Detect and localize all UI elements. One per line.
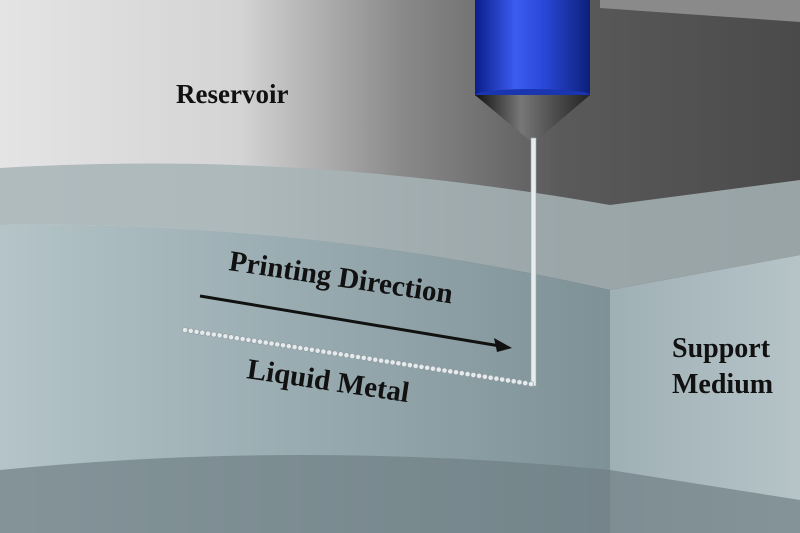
liquid-metal-droplet <box>412 363 419 369</box>
liquid-metal-droplet <box>233 335 240 341</box>
reservoir-rim <box>600 0 800 22</box>
liquid-metal-droplet <box>464 371 471 377</box>
liquid-metal-droplet <box>430 365 436 372</box>
liquid-metal-droplet <box>389 359 396 366</box>
liquid-metal-droplet <box>424 364 431 371</box>
liquid-metal-droplet <box>516 379 523 386</box>
liquid-metal-droplet <box>372 356 379 363</box>
liquid-metal-droplet <box>239 336 246 342</box>
liquid-metal-droplet <box>303 345 309 352</box>
liquid-metal-droplet <box>280 342 286 349</box>
liquid-metal-droplet <box>297 345 304 351</box>
nozzle-cone <box>475 95 590 140</box>
support-medium-label-line2: Medium <box>672 369 773 400</box>
liquid-metal-droplet <box>332 350 338 357</box>
liquid-metal-droplet <box>291 344 298 350</box>
medium-front-face <box>0 224 610 533</box>
liquid-metal-droplet <box>487 374 494 381</box>
liquid-metal-droplet <box>251 337 258 344</box>
liquid-metal-droplet <box>193 328 200 335</box>
liquid-metal-droplet <box>366 355 373 362</box>
liquid-metal-droplet <box>337 351 344 358</box>
liquid-metal-droplet <box>383 358 390 365</box>
liquid-metal-droplet <box>510 378 517 385</box>
liquid-metal-droplet <box>401 361 408 368</box>
liquid-metal-droplet <box>245 336 252 343</box>
liquid-metal-droplet <box>458 370 465 377</box>
liquid-metal-trace <box>182 327 534 387</box>
liquid-metal-droplet <box>314 347 321 354</box>
liquid-metal-droplet <box>262 339 269 346</box>
liquid-metal-droplet <box>470 372 477 378</box>
liquid-metal-droplet <box>493 375 500 382</box>
liquid-metal-droplet <box>406 362 413 368</box>
liquid-metal-droplet <box>216 332 223 339</box>
liquid-metal-droplet <box>505 377 511 384</box>
liquid-metal-droplet <box>481 373 488 380</box>
reservoir-floor <box>0 455 800 533</box>
liquid-metal-droplet <box>395 360 402 367</box>
liquid-metal-droplet <box>360 354 367 361</box>
nozzle-barrel <box>475 0 590 95</box>
liquid-metal-droplet <box>418 363 425 370</box>
direction-arrow <box>199 294 501 348</box>
liquid-metal-droplet <box>268 340 275 347</box>
liquid-metal-droplet <box>343 352 350 359</box>
liquid-metal-droplet <box>499 376 506 383</box>
liquid-metal-droplet <box>528 381 534 387</box>
liquid-metal-droplet <box>210 331 217 338</box>
liquid-metal-droplet <box>205 330 211 337</box>
liquid-metal-droplet <box>476 372 482 379</box>
liquid-metal-droplet <box>441 367 448 374</box>
liquid-metal-droplet <box>349 353 356 359</box>
reservoir-label: Reservoir <box>176 79 288 109</box>
liquid-metal-droplet <box>453 369 459 376</box>
liquid-metal-droplet <box>308 346 315 353</box>
arrow-head-icon <box>494 338 512 352</box>
support-medium-label-line1: Support <box>672 333 771 364</box>
liquid-metal-droplet <box>199 329 206 336</box>
liquid-metal-droplet <box>222 333 229 340</box>
nozzle-needle <box>530 137 537 387</box>
liquid-metal-droplet <box>522 380 529 386</box>
medium-side-face <box>610 255 800 533</box>
liquid-metal-droplet <box>187 327 194 334</box>
liquid-metal-droplet <box>435 366 442 373</box>
liquid-metal-droplet <box>355 354 361 360</box>
liquid-metal-droplet <box>182 327 188 333</box>
medium-top-surface <box>0 163 800 290</box>
liquid-metal-droplet <box>326 349 333 356</box>
liquid-metal-droplet <box>447 368 454 375</box>
liquid-metal-droplet <box>274 341 281 348</box>
liquid-metal-droplet <box>257 338 263 345</box>
liquid-metal-droplet <box>228 334 235 341</box>
liquid-metal-droplet <box>378 357 384 364</box>
liquid-metal-droplet <box>320 348 327 355</box>
liquid-metal-droplet <box>285 343 292 350</box>
